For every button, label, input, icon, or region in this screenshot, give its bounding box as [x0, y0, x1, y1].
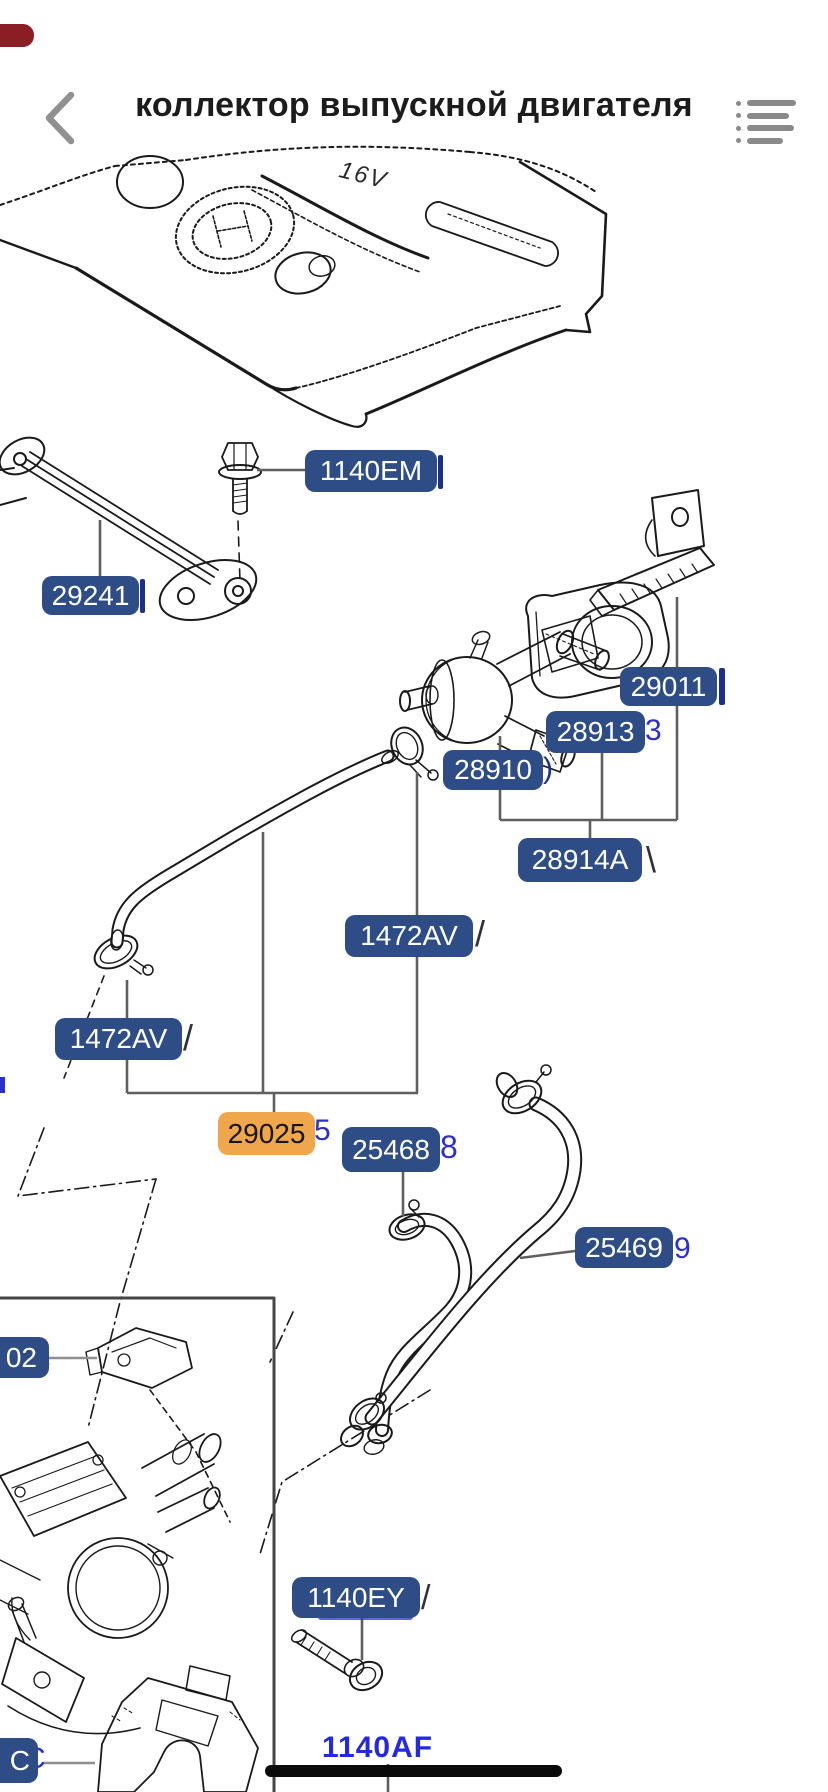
part-label-29025-highlighted[interactable]: 29025 [218, 1112, 315, 1155]
throttle-body-drawing [0, 1327, 222, 1735]
label-remnant: / [421, 1579, 431, 1617]
label-remnant: 5 [314, 1114, 331, 1147]
part-label-1140af[interactable]: 1140AF [322, 1731, 434, 1764]
part-label-28914a[interactable]: 28914A [518, 838, 642, 882]
bolt-1140em-drawing [218, 442, 262, 583]
list-icon [736, 100, 802, 106]
part-label-1140em[interactable]: 1140EM [305, 450, 437, 492]
bolt-1140ey-drawing [290, 1629, 384, 1692]
label-remnant: ) [543, 752, 553, 785]
label-remnant [140, 579, 145, 613]
part-label-28910[interactable]: 28910 [443, 750, 543, 790]
hose-25469-drawing [340, 1064, 583, 1448]
bottom-bracket-drawing [97, 1665, 259, 1792]
label-fragment [0, 1077, 5, 1093]
label-remnant: / [475, 913, 486, 954]
construction-lines [17, 1127, 431, 1555]
label-remnant: 8 [440, 1129, 458, 1165]
parts-list-button[interactable] [736, 100, 802, 144]
part-label-28913[interactable]: 28913 [546, 711, 645, 753]
screen-recording-indicator[interactable] [0, 24, 34, 47]
label-remnant: / [183, 1017, 194, 1058]
part-label-1140ey[interactable]: 1140EY [292, 1577, 420, 1618]
part-label-29241[interactable]: 29241 [42, 576, 139, 615]
page-title: коллектор выпускной двигателя [135, 86, 693, 124]
label-remnant [719, 668, 725, 705]
hose-clamp-right-drawing [390, 726, 439, 781]
home-indicator[interactable] [265, 1765, 562, 1777]
part-label-c-partial[interactable]: C [0, 1738, 38, 1783]
part-label-1472av-left[interactable]: 1472AV [55, 1018, 182, 1060]
part-label-25469[interactable]: 25469 [575, 1227, 673, 1268]
back-button[interactable] [40, 90, 84, 146]
hose-29025-drawing [110, 749, 399, 951]
label-remnant [438, 455, 443, 489]
part-label-25468[interactable]: 25468 [342, 1127, 440, 1172]
engine-cover-drawing: 16V [0, 145, 608, 428]
part-label-1472av-right[interactable]: 1472AV [345, 915, 473, 957]
chevron-left-icon [45, 91, 75, 145]
label-remnant: \ [646, 839, 657, 880]
section-frame [0, 1296, 276, 1792]
cover-text: 16V [336, 156, 390, 194]
bracket-29241-drawing [0, 436, 258, 621]
label-remnant: 3 [645, 714, 662, 747]
part-label-02-partial[interactable]: 02 [0, 1337, 49, 1378]
label-remnant: 9 [674, 1232, 691, 1265]
bracket-29011-drawing [589, 489, 715, 617]
part-label-29011[interactable]: 29011 [620, 667, 717, 706]
